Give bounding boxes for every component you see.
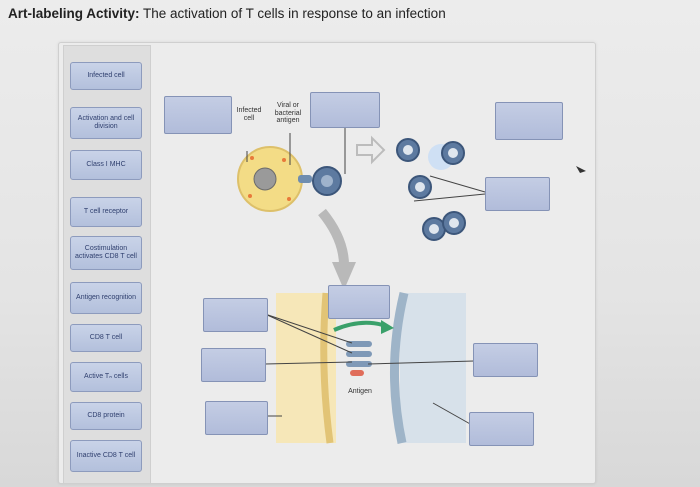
chip-t-cell-receptor[interactable]: T cell receptor xyxy=(70,197,142,227)
drop-target-6[interactable] xyxy=(203,298,268,332)
chip-label: Costimulation activates CD8 T cell xyxy=(75,245,137,260)
leader-line xyxy=(264,313,353,354)
chip-cd8-t-cell[interactable]: CD8 T cell xyxy=(70,324,142,352)
green-arrow xyxy=(333,320,387,332)
green-arrow-head xyxy=(381,320,394,334)
bottom-antigen-label: Antigen xyxy=(348,388,372,395)
hollow-arrow xyxy=(356,135,386,165)
antigen-mark xyxy=(350,370,364,376)
drop-target-4[interactable] xyxy=(485,177,550,211)
chip-antigen-recognition[interactable]: Antigen recognition xyxy=(70,282,142,314)
drop-target-1[interactable] xyxy=(164,96,232,134)
infected-cell-label: Infected cell xyxy=(236,107,262,122)
active-t-cell-nucleus xyxy=(415,182,425,192)
active-t-cell-nucleus xyxy=(403,145,413,155)
antigen-dot xyxy=(282,158,286,162)
chip-class-i-mhc[interactable]: Class I MHC xyxy=(70,150,142,180)
chip-infected-cell[interactable]: Infected cell xyxy=(70,62,142,90)
active-t-cell-nucleus xyxy=(449,218,459,228)
chip-label: Active Tₙ cells xyxy=(84,373,128,380)
antigen-dot xyxy=(287,197,291,201)
chip-label: Antigen recognition xyxy=(76,294,136,301)
leader-line xyxy=(264,361,353,365)
receptor-bar-3 xyxy=(346,361,372,367)
chip-activation-and-cell-division[interactable]: Activation and cell division xyxy=(70,107,142,139)
page-title: Art-labeling Activity: The activation of… xyxy=(8,6,446,21)
active-t-cell-nucleus xyxy=(429,224,439,234)
drop-target-9[interactable] xyxy=(205,401,268,435)
active-t-cell-nucleus xyxy=(448,148,458,158)
leader-line xyxy=(432,402,473,426)
infected-cell-nucleus xyxy=(253,167,277,191)
t-cell-top-nucleus xyxy=(321,175,333,187)
drop-target-5[interactable] xyxy=(328,285,390,319)
t-cell-region xyxy=(400,293,466,443)
receptor-bar-2 xyxy=(346,351,372,357)
chip-label: Activation and cell division xyxy=(77,115,135,130)
receptor-bar-1 xyxy=(346,341,372,347)
mouse-cursor xyxy=(576,166,586,173)
chip-active-tc-cells[interactable]: Active Tₙ cells xyxy=(70,362,142,392)
chip-label: CD8 protein xyxy=(87,412,125,419)
chip-costimulation[interactable]: Costimulation activates CD8 T cell xyxy=(70,236,142,270)
receptor-top xyxy=(298,175,312,183)
viral-bacterial-antigen-label: Viral or bacterial antigen xyxy=(274,102,302,124)
drop-target-2[interactable] xyxy=(310,92,380,128)
chip-label: Infected cell xyxy=(87,72,125,79)
title-bold: Art-labeling Activity: xyxy=(8,6,140,21)
down-arrow-head xyxy=(332,262,356,290)
chip-cd8-protein[interactable]: CD8 protein xyxy=(70,402,142,430)
t-cell-membrane xyxy=(389,291,409,444)
chip-label: Class I MHC xyxy=(86,161,126,168)
drop-target-3[interactable] xyxy=(495,102,563,140)
antigen-dot xyxy=(248,194,252,198)
title-rest: The activation of T cells in response to… xyxy=(139,6,446,21)
drop-target-7[interactable] xyxy=(201,348,266,382)
antigen-dot xyxy=(250,156,254,160)
chip-label: Inactive CD8 T cell xyxy=(76,452,136,459)
chip-label: T cell receptor xyxy=(83,208,129,215)
leader-line xyxy=(413,193,486,202)
infected-cell-membrane xyxy=(320,292,334,444)
leader-line xyxy=(264,313,353,344)
down-arrow-shaft xyxy=(318,208,350,269)
chip-inactive-cd8-t-cell[interactable]: Inactive CD8 T cell xyxy=(70,440,142,472)
drop-target-8[interactable] xyxy=(473,343,538,377)
chip-label: CD8 T cell xyxy=(89,334,123,341)
leader-line xyxy=(429,175,486,193)
leader-line xyxy=(367,360,475,365)
drop-target-10[interactable] xyxy=(469,412,534,446)
